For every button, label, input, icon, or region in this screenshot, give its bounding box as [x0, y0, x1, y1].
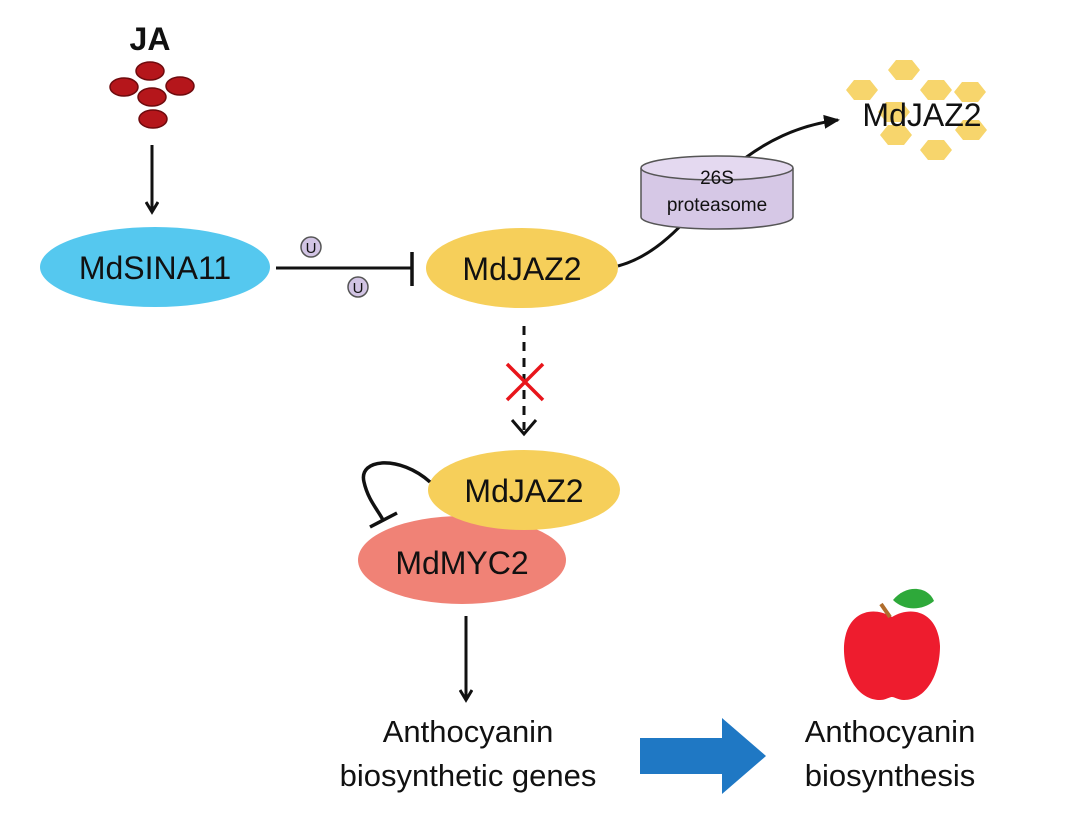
peptide-fragments	[846, 60, 987, 160]
ubiquitin-icon: U	[347, 276, 369, 298]
ubiquitin-icon: U	[300, 236, 322, 258]
fragment-hexagon	[920, 140, 952, 160]
genes-label-line1: Anthocyanin	[383, 714, 554, 749]
ja-label: JA	[130, 21, 171, 57]
jaz2-inhibits-myc2	[361, 461, 432, 529]
sina11-inhibits-jaz2	[276, 252, 414, 286]
block-cross-icon	[505, 362, 545, 402]
ja-molecule-dot	[165, 76, 195, 96]
big-blue-arrow	[640, 718, 766, 794]
ja-molecule-dot	[135, 61, 165, 81]
mdsina11-node: MdSINA11	[40, 227, 270, 307]
genes-label-line2: biosynthetic genes	[340, 758, 597, 793]
outcome-label-line1: Anthocyanin	[805, 714, 976, 749]
fragment-hexagon	[846, 80, 878, 100]
ja-molecule-dot	[109, 77, 139, 97]
fragment-hexagon	[888, 60, 920, 80]
apple-icon	[843, 588, 940, 700]
fragment-hexagon	[954, 82, 986, 102]
mdmyc2-node: MdMYC2	[358, 516, 566, 604]
fragment-hexagon	[920, 80, 952, 100]
mdjaz2-degraded-label: MdJAZ2	[862, 97, 981, 133]
proteasome-cylinder: 26S proteasome	[640, 155, 794, 230]
ubiquitin-label: U	[306, 240, 317, 257]
ja-molecule-dot	[137, 87, 167, 107]
fragment-hexagon	[880, 125, 912, 145]
mdsina11-label: MdSINA11	[79, 250, 231, 286]
fragment-hexagon	[878, 102, 910, 122]
fragment-hexagon	[955, 120, 987, 140]
blocked-arrow-head	[510, 419, 538, 437]
proteasome-label-line2: proteasome	[667, 195, 767, 216]
mdmyc2-label: MdMYC2	[395, 545, 528, 581]
mdjaz2-node-main: MdJAZ2	[426, 228, 618, 308]
mdjaz2-label: MdJAZ2	[462, 251, 581, 287]
ja-molecules	[109, 61, 195, 129]
ubiquitin-label: U	[353, 280, 364, 297]
mdjaz2-bound-label: MdJAZ2	[464, 473, 583, 509]
outcome-label-line2: biosynthesis	[805, 758, 976, 793]
ja-molecule-dot	[138, 109, 168, 129]
proteasome-label-line1: 26S	[700, 168, 734, 189]
mdjaz2-node-bound: MdJAZ2	[428, 450, 620, 530]
